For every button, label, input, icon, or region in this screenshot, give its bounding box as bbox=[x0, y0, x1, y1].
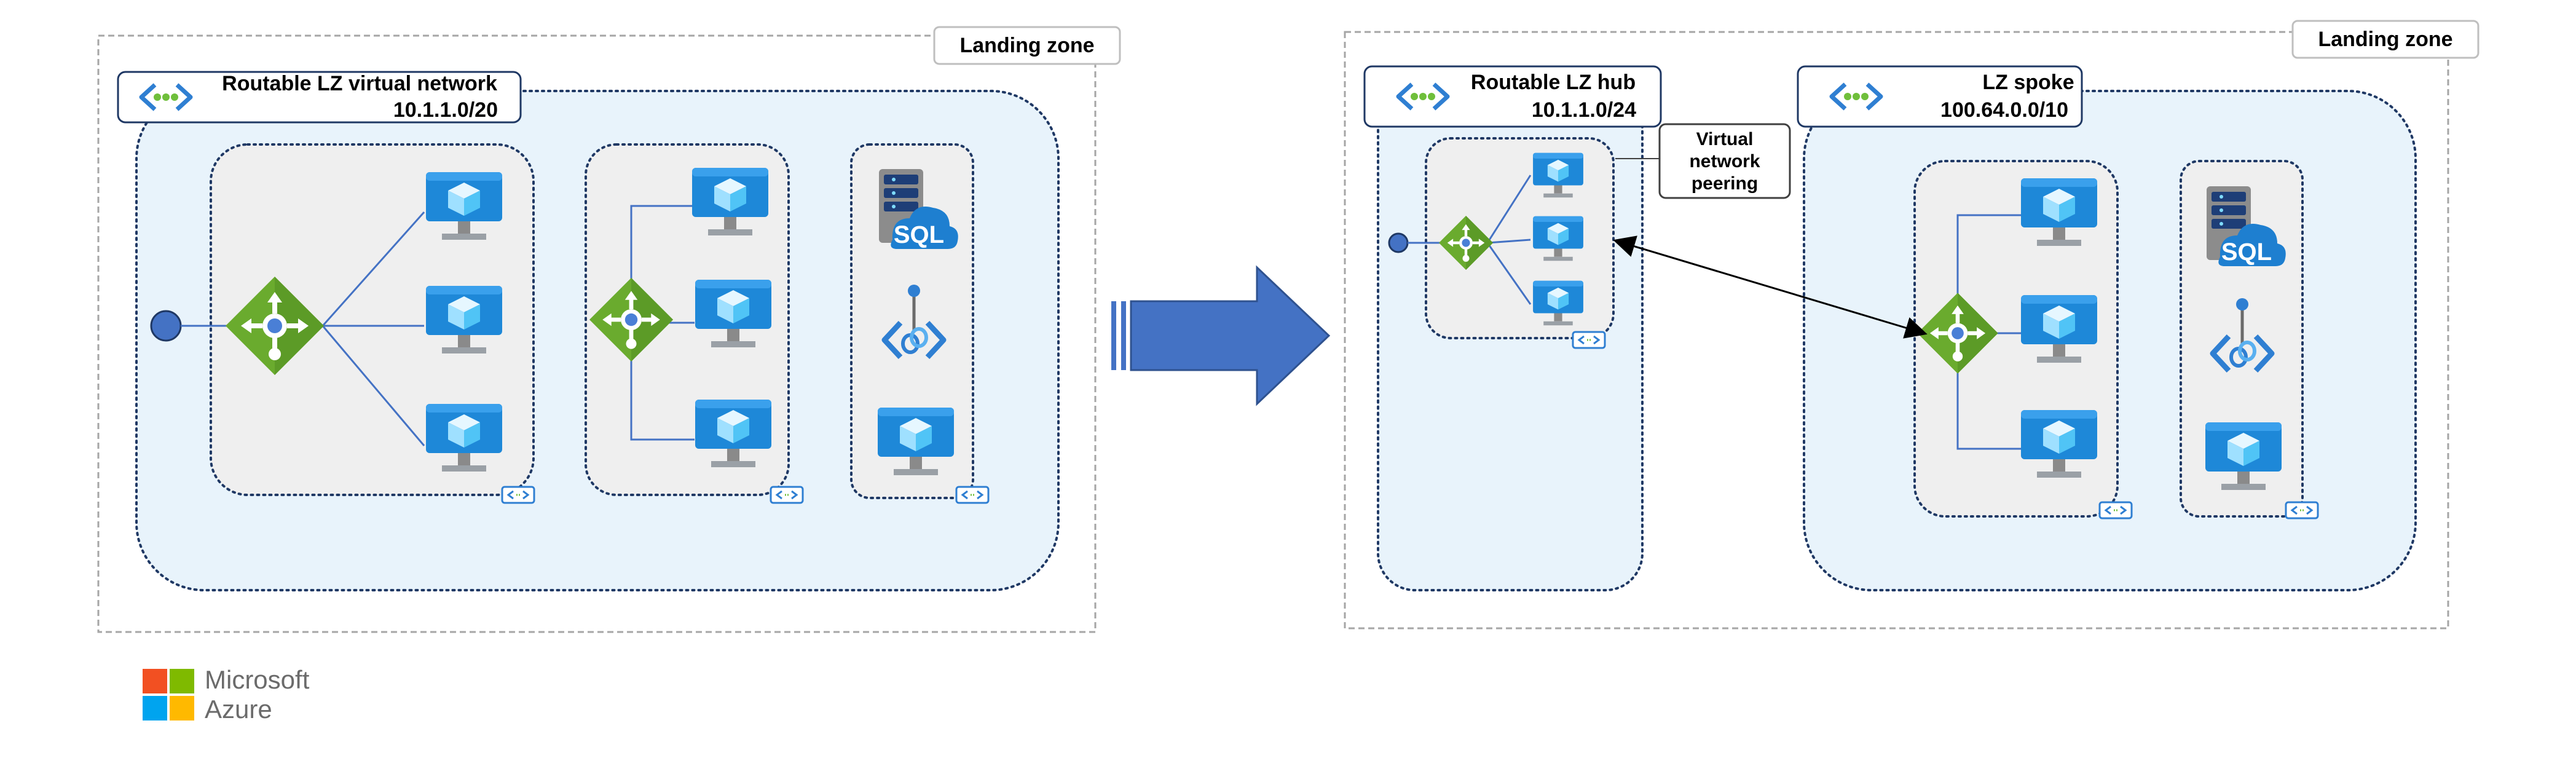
right-landing-zone-label-box: Landing zone bbox=[2291, 20, 2479, 59]
peering-label-line-2: network bbox=[1689, 151, 1760, 172]
sql-label: SQL bbox=[2221, 239, 2272, 266]
right-landing-zone-label: Landing zone bbox=[2318, 28, 2452, 51]
left-vnet-header: Routable LZ virtual network 10.1.1.0/20 bbox=[117, 71, 522, 124]
microsoft-logo bbox=[143, 669, 194, 720]
spoke-cidr: 100.64.0.0/10 bbox=[1940, 98, 2068, 122]
left-landing-zone-label-box: Landing zone bbox=[933, 26, 1121, 65]
brand-line-1: Microsoft bbox=[205, 665, 310, 694]
sql-server-icon: SQL bbox=[2207, 186, 2286, 266]
sql-server-icon: SQL bbox=[879, 169, 958, 249]
subnet-icon bbox=[955, 486, 990, 504]
subnet-icon bbox=[501, 486, 535, 504]
peering-arrow bbox=[1613, 235, 1928, 339]
hub-vnet-header: Routable LZ hub 10.1.1.0/24 bbox=[1363, 65, 1662, 128]
hub-title: Routable LZ hub bbox=[1471, 71, 1636, 94]
left-vnet-cidr: 10.1.1.0/20 bbox=[393, 98, 498, 122]
spoke-title: LZ spoke bbox=[1982, 71, 2074, 94]
subnet-icon bbox=[2098, 501, 2133, 519]
peering-label-line-3: peering bbox=[1692, 173, 1758, 194]
right-landing-zone-boundary bbox=[1344, 31, 2449, 630]
hub-entry-node bbox=[1388, 232, 1409, 253]
left-landing-zone-label: Landing zone bbox=[959, 34, 1094, 57]
spoke-vnet-header: LZ spoke 100.64.0.0/10 bbox=[1797, 65, 2083, 128]
subnet-icon bbox=[770, 486, 804, 504]
subnet-icon bbox=[2285, 501, 2319, 519]
hub-cidr: 10.1.1.0/24 bbox=[1532, 98, 1636, 122]
left-vnet-title: Routable LZ virtual network bbox=[222, 72, 497, 95]
peering-label-line-1: Virtual bbox=[1696, 129, 1754, 149]
migration-arrow bbox=[1111, 265, 1331, 406]
sql-label: SQL bbox=[894, 221, 944, 248]
subnet-icon bbox=[1572, 331, 1606, 349]
brand-line-2: Azure bbox=[205, 695, 272, 724]
left-entry-node bbox=[150, 310, 182, 342]
peering-label-box: Virtual network peering bbox=[1658, 123, 1791, 199]
